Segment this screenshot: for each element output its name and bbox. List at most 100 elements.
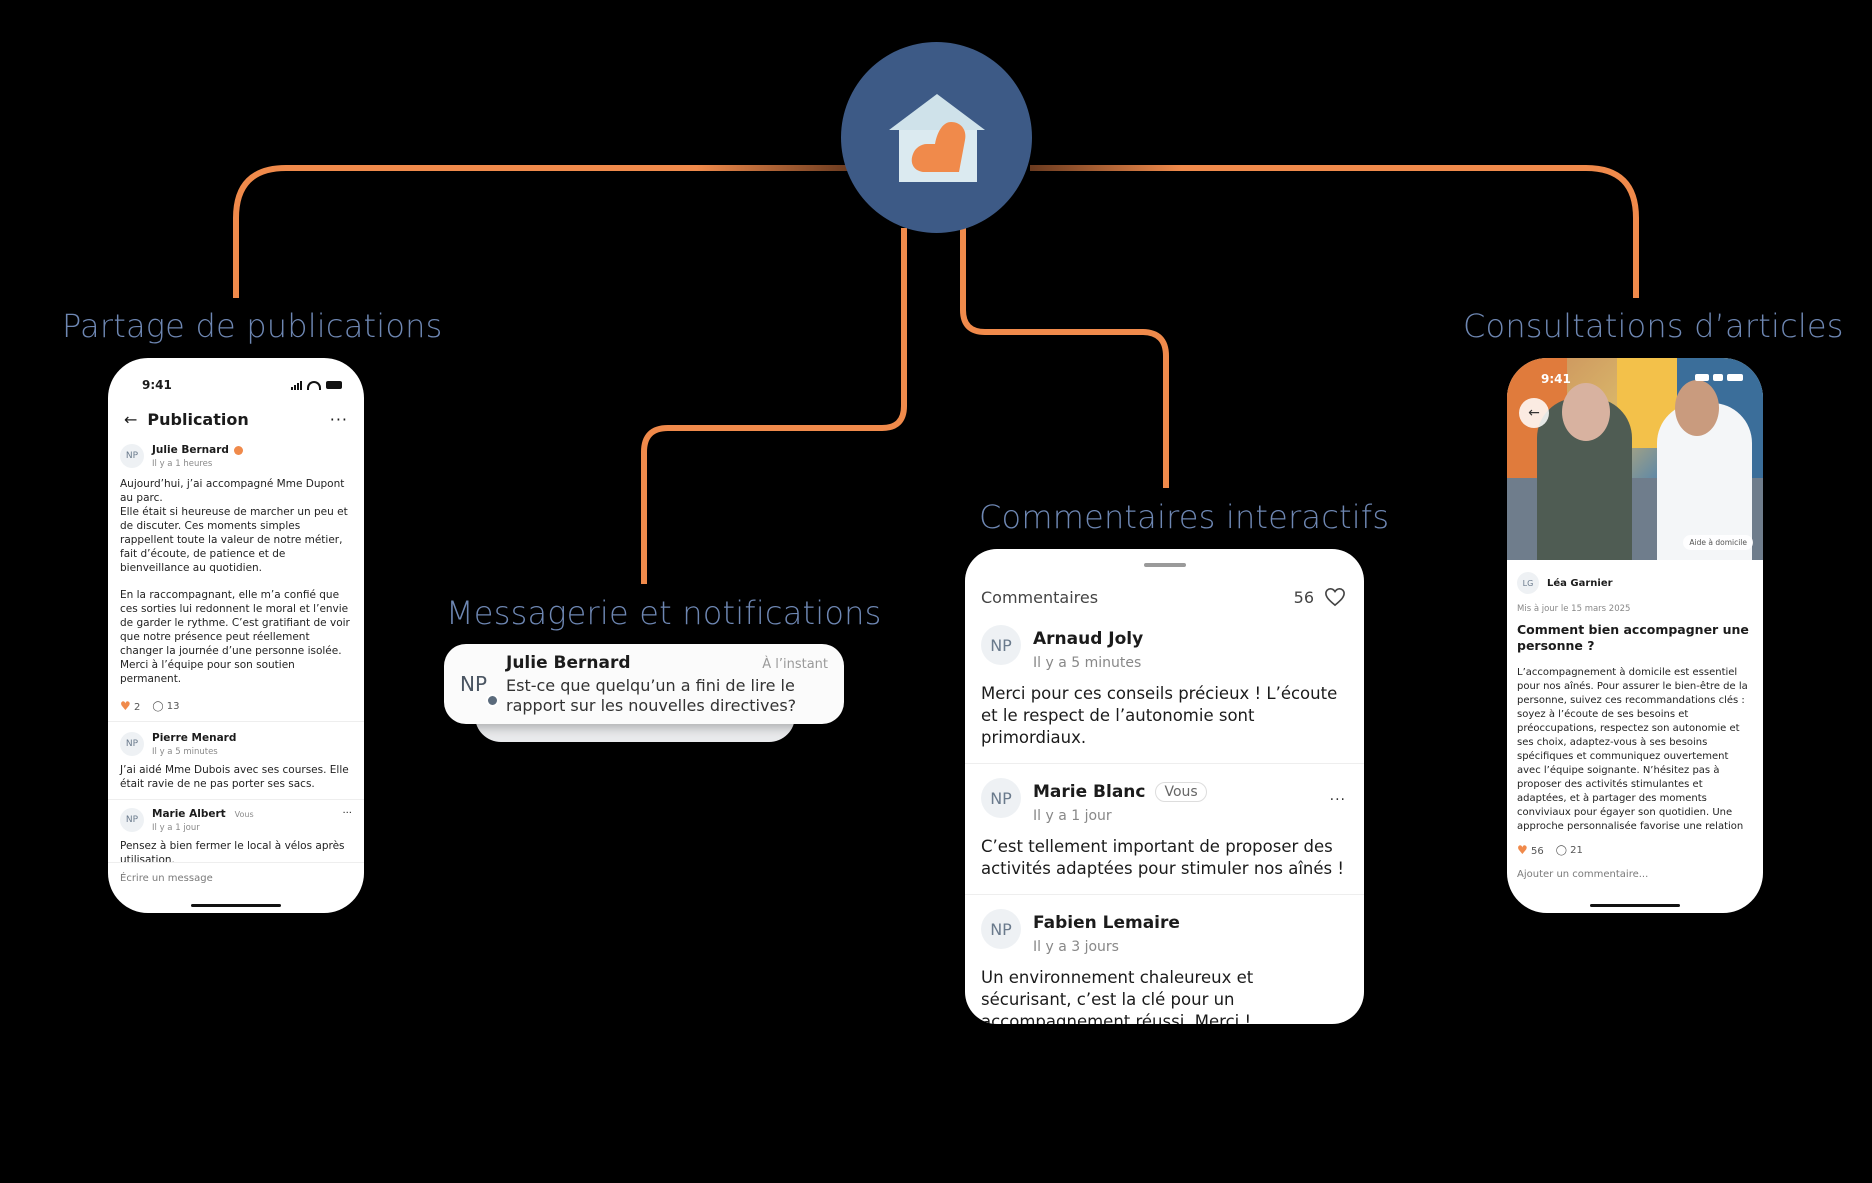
more-options-icon[interactable]: ···: [1329, 792, 1346, 808]
heart-icon: ♥: [120, 699, 131, 713]
section-title-messaging: Messagerie et notifications: [446, 594, 882, 632]
category-tag: Aide à domicile: [1683, 535, 1753, 550]
article-author-name[interactable]: Léa Garnier: [1547, 577, 1613, 589]
comment-bubble-icon: ◯: [1555, 844, 1567, 856]
comments-header: Commentaires 56: [965, 583, 1364, 611]
reply-item: NP Marie Albert Vous Il y a 1 jour ··· P…: [108, 800, 364, 862]
post-paragraph: En la raccompagnant, elle m’a confié que…: [120, 589, 350, 685]
like-button[interactable]: ♥ 2: [120, 699, 141, 713]
avatar[interactable]: NP: [981, 625, 1021, 665]
house-heart-icon: [888, 93, 985, 182]
reply-author[interactable]: Pierre Menard: [152, 732, 237, 744]
reply-item: NP Pierre Menard Il y a 5 minutes J’ai a…: [108, 722, 364, 799]
comment-author[interactable]: Fabien Lemaire: [1033, 913, 1180, 933]
article-title: Comment bien accompagner une personne ?: [1517, 622, 1749, 653]
status-time: 9:41: [142, 378, 172, 392]
divider: [108, 721, 364, 722]
home-indicator: [1590, 904, 1680, 907]
post-reactions: ♥ 2 ◯ 13: [120, 699, 352, 713]
divider: [108, 799, 364, 800]
divider: [965, 894, 1364, 895]
notification-time: À l’instant: [762, 657, 828, 672]
divider: [108, 862, 364, 863]
status-bar: 9:41: [108, 358, 364, 402]
comment-time: Il y a 5 minutes: [1033, 655, 1142, 671]
notification-sender: Julie Bernard: [506, 653, 631, 673]
post-text: Aujourd’hui, j’ai accompagné Mme Dupont …: [120, 477, 352, 686]
comment-text: C’est tellement important de proposer de…: [981, 837, 1344, 878]
verified-badge-icon: [233, 445, 243, 455]
connector-left: [233, 165, 850, 298]
comment-button[interactable]: ◯ 13: [152, 700, 180, 712]
message-input[interactable]: Écrire un message: [120, 873, 213, 884]
heart-outline-icon[interactable]: [1324, 587, 1346, 607]
comment-bubble-icon: ◯: [152, 700, 164, 712]
post-paragraph: Aujourd’hui, j’ai accompagné Mme Dupont …: [120, 478, 348, 574]
back-arrow-icon[interactable]: ←: [124, 409, 138, 429]
main-post: NP Julie Bernard Il y a 1 heures Aujourd…: [108, 436, 364, 721]
avatar[interactable]: NP: [981, 778, 1021, 818]
article-phone: 9:41 ← Aide à domicile LG Léa Garnier Mi…: [1507, 358, 1763, 913]
article-body: L’accompagnement à domicile est essentie…: [1517, 667, 1748, 831]
avatar[interactable]: NP: [981, 909, 1021, 949]
divider: [965, 763, 1364, 764]
article-author: LG Léa Garnier: [1507, 560, 1763, 594]
article-reactions: ♥ 56 ◯ 21: [1507, 831, 1763, 857]
drag-handle[interactable]: [1143, 563, 1186, 567]
comment-item: NP Fabien Lemaire Il y a 3 jours Un envi…: [965, 895, 1364, 1024]
connector-messaging: [641, 228, 907, 584]
section-title-publications: Partage de publications: [62, 307, 443, 345]
wifi-icon: [307, 380, 321, 390]
more-options-icon[interactable]: ···: [329, 409, 348, 429]
status-icons: [1695, 374, 1743, 381]
battery-icon: [326, 381, 342, 389]
page-title: Publication: [147, 409, 249, 429]
signal-icon: [291, 380, 302, 390]
article-updated-date: Mis à jour le 15 mars 2025: [1517, 604, 1631, 614]
notification-message: Est-ce que quelqu’un a fini de lire le r…: [506, 676, 797, 715]
reply-text: Pensez à bien fermer le local à vélos ap…: [120, 840, 345, 862]
comment-text: Merci pour ces conseils précieux ! L’éco…: [981, 684, 1338, 747]
add-comment-input[interactable]: Ajouter un commentaire...: [1517, 869, 1649, 880]
avatar[interactable]: LG: [1517, 572, 1539, 594]
section-title-comments: Commentaires interactifs: [979, 498, 1390, 536]
comment-author[interactable]: Marie Blanc: [1033, 782, 1146, 802]
avatar[interactable]: NP: [120, 808, 144, 832]
app-logo-hub: [841, 42, 1032, 233]
avatar[interactable]: NP: [120, 444, 144, 468]
reply-text: J’ai aidé Mme Dubois avec ses courses. E…: [120, 764, 349, 790]
comments-panel: Commentaires 56 NP Arnaud Joly Il y a 5 …: [965, 549, 1364, 1024]
post-time: Il y a 1 heures: [152, 459, 213, 469]
avatar: NP: [460, 672, 488, 696]
like-button[interactable]: ♥ 56: [1517, 843, 1544, 857]
connector-right: [1030, 165, 1639, 298]
reply-time: Il y a 1 jour: [152, 823, 200, 833]
section-title-articles: Consultations d’articles: [1463, 307, 1844, 345]
comment-author[interactable]: Arnaud Joly: [1033, 629, 1144, 649]
notification-card[interactable]: NP Julie Bernard À l’instant Est-ce que …: [444, 644, 844, 724]
back-arrow-icon[interactable]: ←: [1519, 398, 1549, 428]
reply-author[interactable]: Marie Albert: [152, 808, 226, 820]
connector-comments: [960, 228, 1169, 488]
you-tag: Vous: [1155, 782, 1207, 802]
comment-time: Il y a 3 jours: [1033, 939, 1119, 955]
post-author[interactable]: Julie Bernard: [152, 444, 229, 456]
status-time: 9:41: [1541, 372, 1571, 386]
comment-text: Un environnement chaleureux et sécurisan…: [981, 968, 1254, 1024]
article-hero-image: 9:41 ← Aide à domicile: [1507, 358, 1763, 560]
publication-phone: 9:41 ← Publication ··· NP Julie Bernard …: [108, 358, 364, 913]
comments-title: Commentaires: [981, 587, 1099, 607]
reply-time: Il y a 5 minutes: [152, 747, 218, 757]
comments-count: 56: [1293, 587, 1314, 607]
heart-icon: ♥: [1517, 843, 1528, 857]
comment-item: NP Arnaud Joly Il y a 5 minutes Merci po…: [965, 611, 1364, 763]
comment-time: Il y a 1 jour: [1033, 808, 1112, 824]
message-badge-icon: [486, 694, 499, 707]
comment-button[interactable]: ◯ 21: [1555, 844, 1583, 856]
you-tag: Vous: [234, 809, 254, 819]
more-options-icon[interactable]: ···: [342, 808, 352, 819]
app-bar: ← Publication ···: [108, 402, 364, 436]
avatar[interactable]: NP: [120, 732, 144, 756]
comment-item: NP Marie Blanc Vous Il y a 1 jour ··· C’…: [965, 764, 1364, 894]
